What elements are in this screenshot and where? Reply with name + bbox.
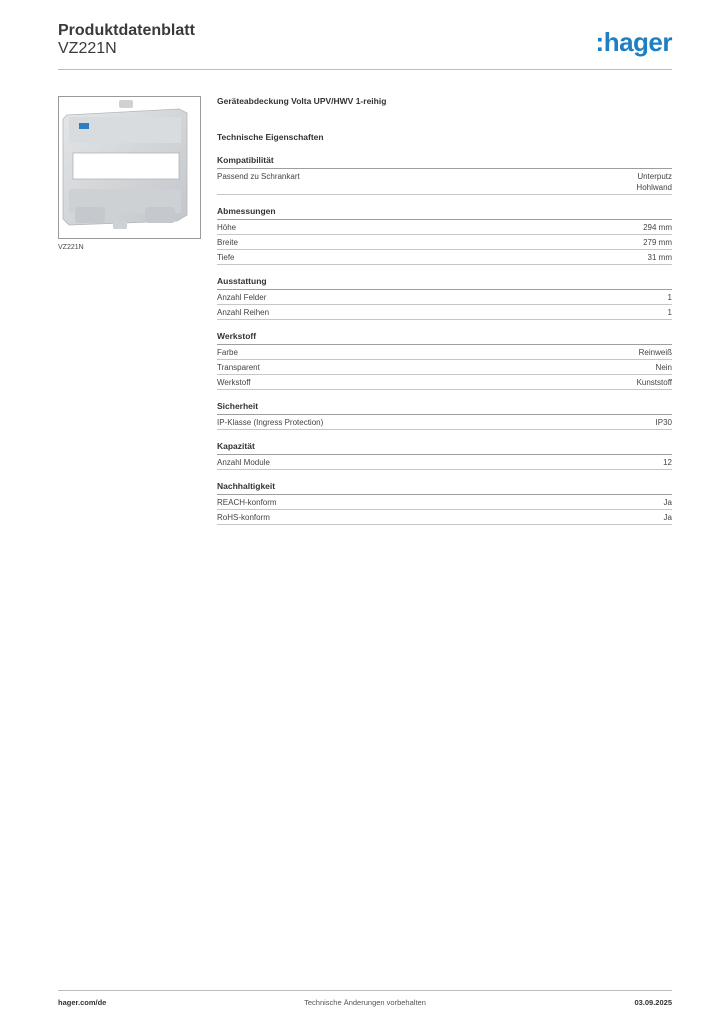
table-row: REACH-konform Ja bbox=[217, 495, 672, 510]
properties-heading: Technische Eigenschaften bbox=[217, 132, 324, 142]
section-dimensions: Abmessungen Höhe 294 mm Breite 279 mm Ti… bbox=[217, 205, 672, 265]
table-row: Anzahl Module 12 bbox=[217, 455, 672, 470]
row-value: Reinweiß bbox=[638, 348, 672, 357]
row-value: 31 mm bbox=[647, 253, 672, 262]
row-label: Werkstoff bbox=[217, 378, 251, 387]
table-row: Farbe Reinweiß bbox=[217, 345, 672, 360]
row-label: Höhe bbox=[217, 223, 237, 232]
section-title: Abmessungen bbox=[217, 205, 672, 220]
row-label: IP-Klasse (Ingress Protection) bbox=[217, 418, 324, 427]
row-value: Unterputz Hohlwand bbox=[636, 172, 672, 192]
section-title: Sicherheit bbox=[217, 400, 672, 415]
row-label: Anzahl Module bbox=[217, 458, 270, 467]
row-label: Breite bbox=[217, 238, 238, 247]
product-number: VZ221N bbox=[58, 40, 117, 57]
row-value: 294 mm bbox=[643, 223, 672, 232]
section-safety: Sicherheit IP-Klasse (Ingress Protection… bbox=[217, 400, 672, 430]
section-title: Werkstoff bbox=[217, 330, 672, 345]
section-equipment: Ausstattung Anzahl Felder 1 Anzahl Reihe… bbox=[217, 275, 672, 320]
row-label: Anzahl Felder bbox=[217, 293, 267, 302]
cover-plate-illustration bbox=[62, 100, 188, 229]
table-row: Anzahl Reihen 1 bbox=[217, 305, 672, 320]
section-title: Nachhaltigkeit bbox=[217, 480, 672, 495]
row-value: Ja bbox=[663, 498, 672, 507]
section-title: Ausstattung bbox=[217, 275, 672, 290]
properties-panel: Geräteabdeckung Volta UPV/HWV 1-reihig T… bbox=[217, 96, 672, 525]
page-footer: hager.com/de Technische Änderungen vorbe… bbox=[58, 990, 672, 1020]
table-row: Höhe 294 mm bbox=[217, 220, 672, 235]
row-value: Nein bbox=[655, 363, 672, 372]
product-name: Geräteabdeckung Volta UPV/HWV 1-reihig bbox=[217, 96, 387, 106]
section-sustainability: Nachhaltigkeit REACH-konform Ja RoHS-kon… bbox=[217, 480, 672, 525]
row-value: 1 bbox=[667, 308, 672, 317]
website-link[interactable]: hager.com/de bbox=[58, 998, 107, 1007]
section-title: Kompatibilität bbox=[217, 154, 672, 169]
table-row: Anzahl Felder 1 bbox=[217, 290, 672, 305]
hager-logo: :hager bbox=[595, 27, 673, 57]
row-value: 12 bbox=[663, 458, 672, 467]
section-material: Werkstoff Farbe Reinweiß Transparent Nei… bbox=[217, 330, 672, 390]
row-label: Farbe bbox=[217, 348, 238, 357]
table-row: Transparent Nein bbox=[217, 360, 672, 375]
table-row: Werkstoff Kunststoff bbox=[217, 375, 672, 390]
table-row: Breite 279 mm bbox=[217, 235, 672, 250]
row-value: 279 mm bbox=[643, 238, 672, 247]
row-label: Anzahl Reihen bbox=[217, 308, 270, 317]
row-label: Passend zu Schrankart bbox=[217, 172, 300, 181]
table-row: RoHS-konform Ja bbox=[217, 510, 672, 525]
table-row: IP-Klasse (Ingress Protection) IP30 bbox=[217, 415, 672, 430]
row-value: Kunststoff bbox=[636, 378, 672, 387]
disclaimer: Technische Änderungen vorbehalten bbox=[304, 998, 426, 1007]
image-caption: VZ221N bbox=[58, 244, 84, 251]
row-label: REACH-konform bbox=[217, 498, 277, 507]
section-title: Kapazität bbox=[217, 440, 672, 455]
row-label: RoHS-konform bbox=[217, 513, 270, 522]
row-value: IP30 bbox=[655, 418, 672, 427]
document-title: Produktdatenblatt bbox=[58, 22, 195, 39]
table-row: Passend zu Schrankart Unterputz Hohlwand bbox=[217, 169, 672, 195]
row-label: Tiefe bbox=[217, 253, 235, 262]
page-header: Produktdatenblatt VZ221N :hager bbox=[58, 20, 673, 70]
table-row: Tiefe 31 mm bbox=[217, 250, 672, 265]
row-value: 1 bbox=[667, 293, 672, 302]
document-date: 03.09.2025 bbox=[634, 998, 672, 1007]
product-image bbox=[58, 96, 201, 239]
row-label: Transparent bbox=[217, 363, 260, 372]
row-value: Ja bbox=[663, 513, 672, 522]
section-capacity: Kapazität Anzahl Module 12 bbox=[217, 440, 672, 470]
section-compatibility: Kompatibilität Passend zu Schrankart Unt… bbox=[217, 154, 672, 195]
